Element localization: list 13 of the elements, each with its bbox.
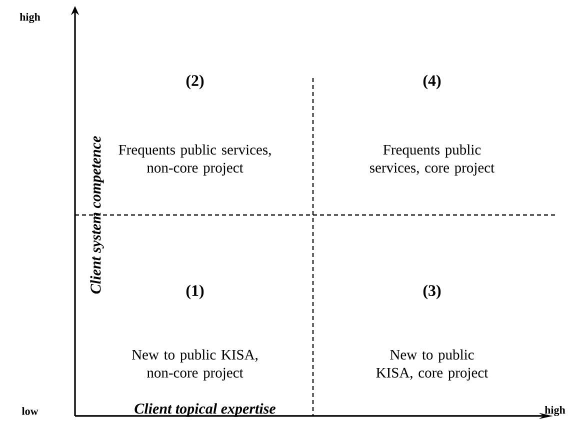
quadrant-number: (4) xyxy=(423,74,441,90)
quadrant-number: (3) xyxy=(423,284,441,300)
quadrant-text: New to public KISA, core project xyxy=(376,349,488,381)
axis-label: high xyxy=(20,12,40,24)
axis-title: Client system competence xyxy=(90,136,104,294)
quadrant-number: (2) xyxy=(186,74,204,90)
axis-label: high xyxy=(544,406,566,416)
quadrant-text: Frequents public services, non-core project xyxy=(118,144,271,176)
quadrant-number: (1) xyxy=(186,284,204,300)
axis-label: low xyxy=(22,407,38,415)
quadrant-text: New to public KISA, non-core project xyxy=(132,349,258,381)
axis-title: Client topical expertise xyxy=(134,403,276,417)
quadrant-text: Frequents public services, core project xyxy=(370,144,495,176)
